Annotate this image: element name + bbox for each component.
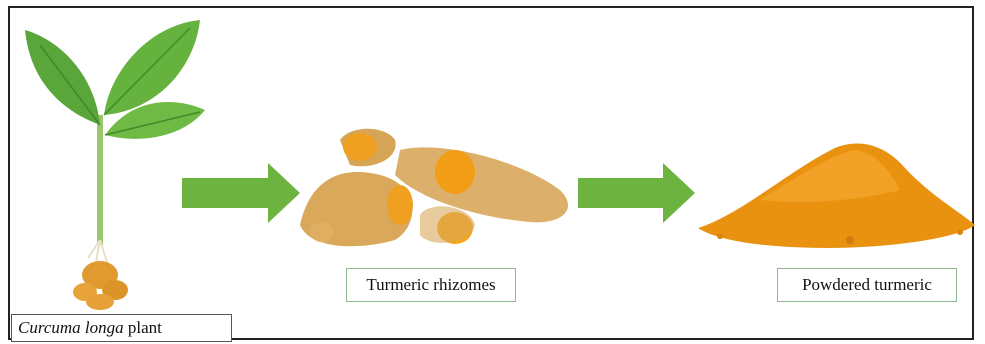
plant-icon [25, 20, 205, 310]
right-arrow-icon [182, 163, 300, 223]
right-arrow-icon [578, 163, 695, 223]
powder-label: Powdered turmeric [777, 268, 957, 302]
plant-label-suffix: plant [124, 318, 162, 338]
rhizomes-label: Turmeric rhizomes [346, 268, 516, 302]
plant-label-species: Curcuma longa [18, 318, 124, 338]
plant-label: Curcuma longa plant [11, 314, 232, 342]
powder-icon [698, 144, 975, 248]
rhizome-icon [300, 129, 568, 246]
